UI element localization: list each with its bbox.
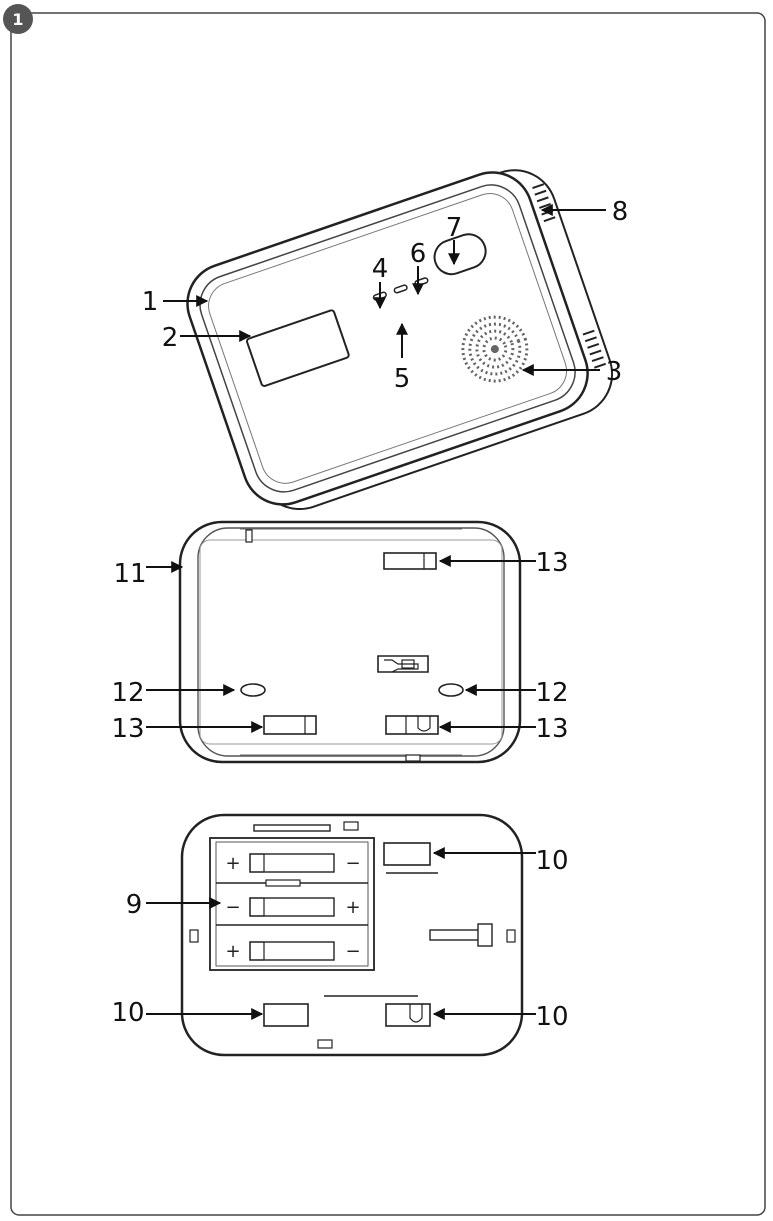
callout-10-top: 10 <box>432 846 569 876</box>
battery-compartment: + − − + + − <box>209 837 375 971</box>
callout-9-number: 9 <box>126 890 143 920</box>
polarity-row3-right: − <box>345 941 360 962</box>
callout-12-right-number: 12 <box>535 678 568 708</box>
callout-3-number: 3 <box>606 357 623 387</box>
speaker-grill <box>461 315 529 383</box>
polarity-row1-left: + <box>225 853 240 874</box>
callout-13-bottom-right: 13 <box>438 714 569 744</box>
callout-2-number: 2 <box>162 323 179 353</box>
slot-10-bottom-left <box>263 1003 309 1027</box>
slot-10-bottom-right <box>385 1003 431 1027</box>
callout-10-bottom-right-number: 10 <box>535 1002 568 1032</box>
callout-11: 11 <box>113 559 184 589</box>
callout-10-bottom-left: 10 <box>111 998 264 1028</box>
clip-13-top <box>383 552 437 570</box>
callout-1: 1 <box>142 287 209 317</box>
screw-hole-left <box>240 683 266 697</box>
clip-13-bottom-right <box>385 715 439 735</box>
callout-6-number: 6 <box>410 239 427 269</box>
led-indicator-5 <box>393 284 408 294</box>
callout-13-top: 13 <box>438 548 569 578</box>
callout-13-top-number: 13 <box>535 548 568 578</box>
figure-badge: 1 <box>3 4 33 34</box>
callout-1-number: 1 <box>142 287 159 317</box>
screw-hole-right <box>438 683 464 697</box>
callout-7-number: 7 <box>446 213 463 243</box>
callout-2: 2 <box>162 323 252 353</box>
callout-13-bottom-left-number: 13 <box>111 714 144 744</box>
callout-10-bottom-right: 10 <box>432 1002 569 1032</box>
callout-8-number: 8 <box>612 197 629 227</box>
figure-border <box>10 12 766 1216</box>
callout-8: 8 <box>540 197 629 227</box>
callout-7: 7 <box>446 213 463 266</box>
callout-12-left-number: 12 <box>111 678 144 708</box>
callout-13-bottom-left: 13 <box>111 714 264 744</box>
callout-4: 4 <box>372 254 389 310</box>
callout-4-number: 4 <box>372 254 389 284</box>
callout-10-bottom-left-number: 10 <box>111 998 144 1028</box>
callout-3: 3 <box>521 357 623 387</box>
callout-9: 9 <box>126 890 222 920</box>
slot-10-top-right <box>383 842 431 866</box>
polarity-row1-right: − <box>345 853 360 874</box>
device-back-view: + − − + + − <box>180 813 524 1057</box>
test-button <box>433 233 487 276</box>
center-latch <box>377 655 429 673</box>
callout-5-number: 5 <box>394 364 411 394</box>
mounting-plate <box>178 520 522 764</box>
battery-latch <box>429 923 493 947</box>
callout-10-top-number: 10 <box>535 846 568 876</box>
callout-12-left: 12 <box>111 678 236 708</box>
lcd-display <box>246 309 350 387</box>
clip-13-bottom-left <box>263 715 317 735</box>
callout-11-number: 11 <box>113 559 146 589</box>
polarity-row2-left: − <box>225 897 240 918</box>
callout-5: 5 <box>394 322 411 394</box>
polarity-row3-left: + <box>225 941 240 962</box>
device-front-view <box>186 169 614 511</box>
callout-6: 6 <box>410 239 427 296</box>
callout-13-bottom-right-number: 13 <box>535 714 568 744</box>
figure-badge-number: 1 <box>12 10 23 29</box>
polarity-row2-right: + <box>345 897 360 918</box>
callout-12-right: 12 <box>464 678 569 708</box>
